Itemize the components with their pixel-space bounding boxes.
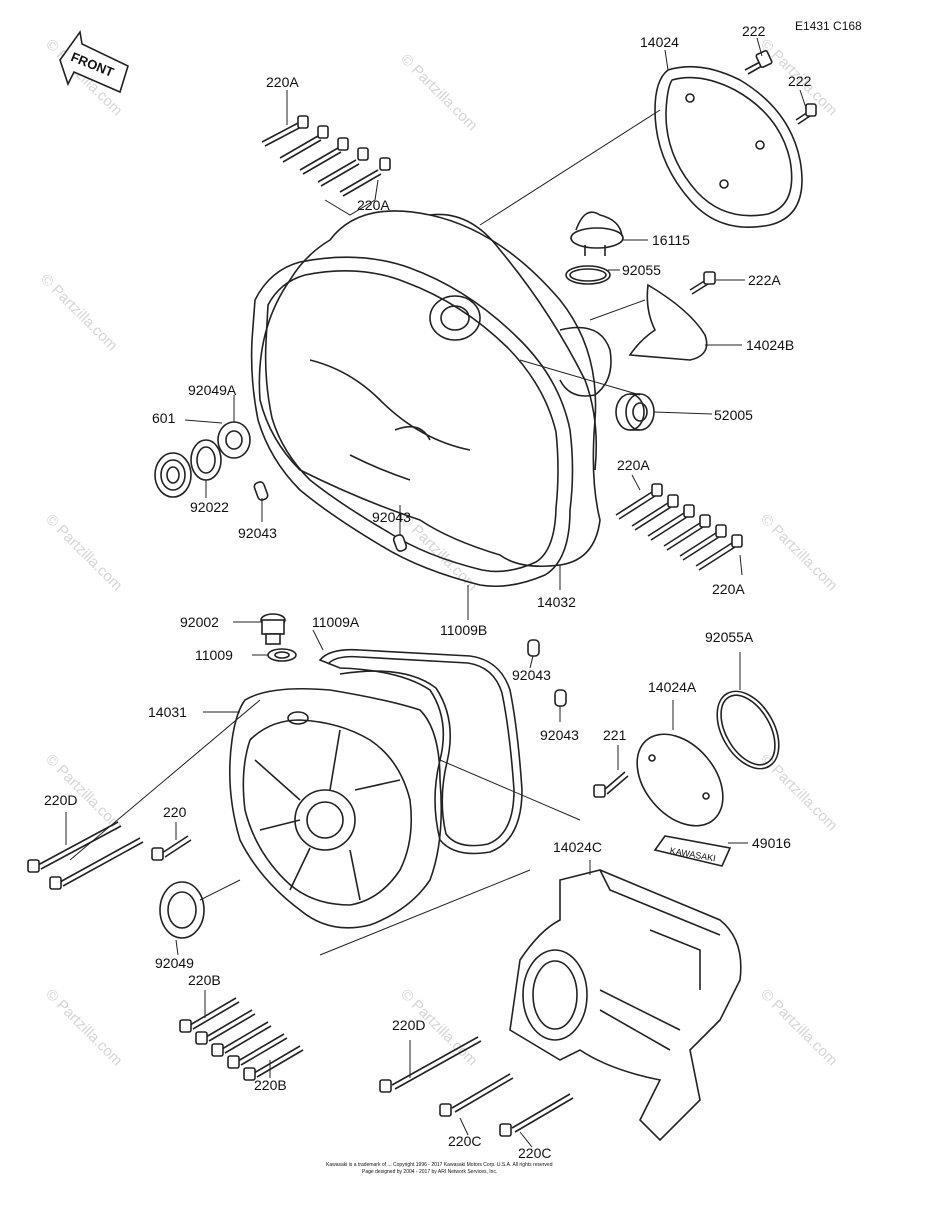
bolt-220D-lower: [379, 1036, 482, 1093]
watermark: © Partzilla.com: [757, 986, 840, 1069]
leader-lines: [65, 37, 807, 1148]
bolts-220D-left: [27, 821, 144, 890]
bolts-220B: [179, 997, 304, 1081]
callout-221: 221: [603, 727, 627, 743]
bracket-14024B: [628, 283, 708, 361]
watermark: © Partzilla.com: [397, 51, 480, 134]
cover-14024A: [636, 733, 724, 827]
dowel-92043-center: [392, 534, 408, 552]
bolt-221: [593, 771, 629, 798]
callout-92055A: 92055A: [705, 629, 754, 645]
bolt-220: [151, 835, 192, 861]
footer-designer: Page designed by 2004 - 2017 by ARI Netw…: [362, 1169, 497, 1175]
callout-220B: 220B: [254, 1077, 287, 1093]
callout-14032: 14032: [537, 594, 576, 610]
dowel-92043-left: [253, 481, 269, 501]
callout-222: 222: [788, 73, 812, 89]
bolts-220A-top: [261, 115, 391, 197]
callout-labels: 14024 222 222 220A 220A 16115 92055 222A…: [44, 23, 812, 1161]
callout-220A: 220A: [712, 581, 745, 597]
cover-14024C: [509, 869, 742, 1142]
bolts-220C: [439, 1073, 574, 1137]
callout-220C: 220C: [448, 1133, 481, 1149]
callout-11009B: 11009B: [440, 622, 487, 638]
seal-92049A: [217, 421, 251, 459]
oring-92055: [565, 265, 611, 285]
watermark: © Partzilla.com: [757, 751, 840, 834]
front-arrow-icon: FRONT: [59, 29, 129, 94]
bolts-220A-right: [615, 483, 743, 571]
oring-92055A: [716, 690, 780, 770]
callout-220A: 220A: [357, 197, 390, 213]
callout-92049: 92049: [155, 955, 194, 971]
washer-11009: [267, 648, 297, 662]
callout-92043: 92043: [238, 525, 277, 541]
callout-92043: 92043: [512, 667, 551, 683]
callout-49016: 49016: [752, 835, 791, 851]
bearing-52005: [615, 393, 655, 431]
callout-222: 222: [742, 23, 766, 39]
callout-14024C: 14024C: [553, 839, 602, 855]
callout-220A: 220A: [617, 457, 650, 473]
watermark: © Partzilla.com: [757, 511, 840, 594]
callout-11009: 11009: [195, 647, 233, 663]
part-14031-cover: [229, 688, 443, 929]
diagram-code: E1431 C168: [795, 19, 862, 33]
callout-14031: 14031: [148, 704, 187, 720]
cap-16115: [570, 211, 624, 256]
part-14032-cover: [258, 210, 612, 568]
callout-92002: 92002: [180, 614, 219, 630]
callout-220C: 220C: [518, 1145, 551, 1161]
callout-14024B: 14024B: [746, 337, 794, 353]
bolt-222-right: [795, 103, 817, 125]
part-14024-cover: [654, 65, 803, 228]
watermark: © Partzilla.com: [37, 271, 120, 354]
bolt-222A: [689, 271, 716, 295]
callout-52005: 52005: [714, 407, 753, 423]
label-49016: KAWASAKI: [653, 835, 732, 867]
callout-16115: 16115: [652, 232, 690, 248]
callout-220A: 220A: [266, 74, 299, 90]
seal-92022: [190, 439, 222, 481]
part-11009B-gasket: [250, 256, 574, 588]
seal-92049: [159, 881, 205, 939]
callout-14024A: 14024A: [648, 679, 697, 695]
callout-92055: 92055: [622, 262, 661, 278]
callout-220B: 220B: [188, 972, 221, 988]
watermark: © Partzilla.com: [42, 986, 125, 1069]
callout-11009A: 11009A: [312, 614, 360, 630]
callout-14024: 14024: [640, 34, 679, 50]
watermark-group: © Partzilla.com © Partzilla.com © Partzi…: [37, 36, 840, 1069]
callout-220: 220: [163, 804, 187, 820]
dowel-92043-upper-right: [527, 639, 540, 657]
bearing-601: [154, 452, 192, 498]
bolt-222-top: [744, 49, 773, 75]
callout-601: 601: [152, 410, 176, 426]
gasket-11009A: [318, 648, 523, 855]
callout-222A: 222A: [748, 272, 781, 288]
callout-92043: 92043: [540, 727, 579, 743]
watermark: © Partzilla.com: [42, 511, 125, 594]
callout-92022: 92022: [190, 499, 229, 515]
callout-92049A: 92049A: [188, 382, 237, 398]
callout-92043: 92043: [372, 509, 411, 525]
footer-copyright: Kawasaki is a trademark of ... Copyright…: [326, 1162, 553, 1168]
callout-220D: 220D: [392, 1017, 425, 1033]
callout-220D: 220D: [44, 792, 77, 808]
dowel-92043-lower-right: [554, 689, 567, 707]
plug-92002: [260, 613, 286, 645]
